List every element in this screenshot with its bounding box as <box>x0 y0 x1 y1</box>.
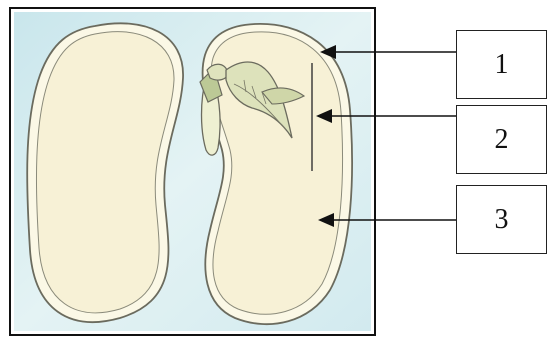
label-box-3: 3 <box>456 185 547 254</box>
label-number-1: 1 <box>495 49 509 81</box>
label-number-2: 2 <box>495 124 509 156</box>
label-box-2: 2 <box>456 105 547 174</box>
label-box-1: 1 <box>456 30 547 99</box>
left-cotyledon <box>27 23 183 322</box>
label-number-3: 3 <box>495 204 509 236</box>
